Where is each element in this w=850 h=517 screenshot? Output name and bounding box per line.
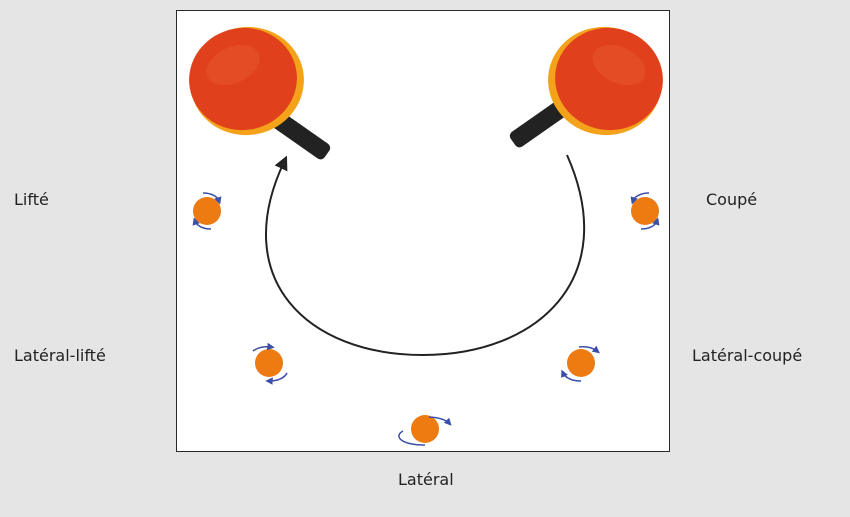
label-lateral: Latéral xyxy=(398,470,454,490)
ball-icon-side-backspin xyxy=(563,347,597,381)
diagram-frame xyxy=(176,10,670,452)
label-lifte: Lifté xyxy=(14,190,49,210)
ball-icon-side-topspin xyxy=(253,347,287,381)
trajectory-arc-arrow xyxy=(266,155,584,355)
label-lateral-coupe: Latéral-coupé xyxy=(692,346,802,366)
spin-diagram xyxy=(177,11,671,453)
label-coupe: Coupé xyxy=(706,190,757,210)
label-lateral-lifte: Latéral-lifté xyxy=(14,346,106,366)
paddle-icon-right xyxy=(508,18,671,149)
ball-icon-topspin xyxy=(193,193,221,229)
ball-icon-sidespin xyxy=(399,415,449,445)
ball-icon-backspin xyxy=(631,193,659,229)
paddle-icon-left xyxy=(181,18,332,161)
